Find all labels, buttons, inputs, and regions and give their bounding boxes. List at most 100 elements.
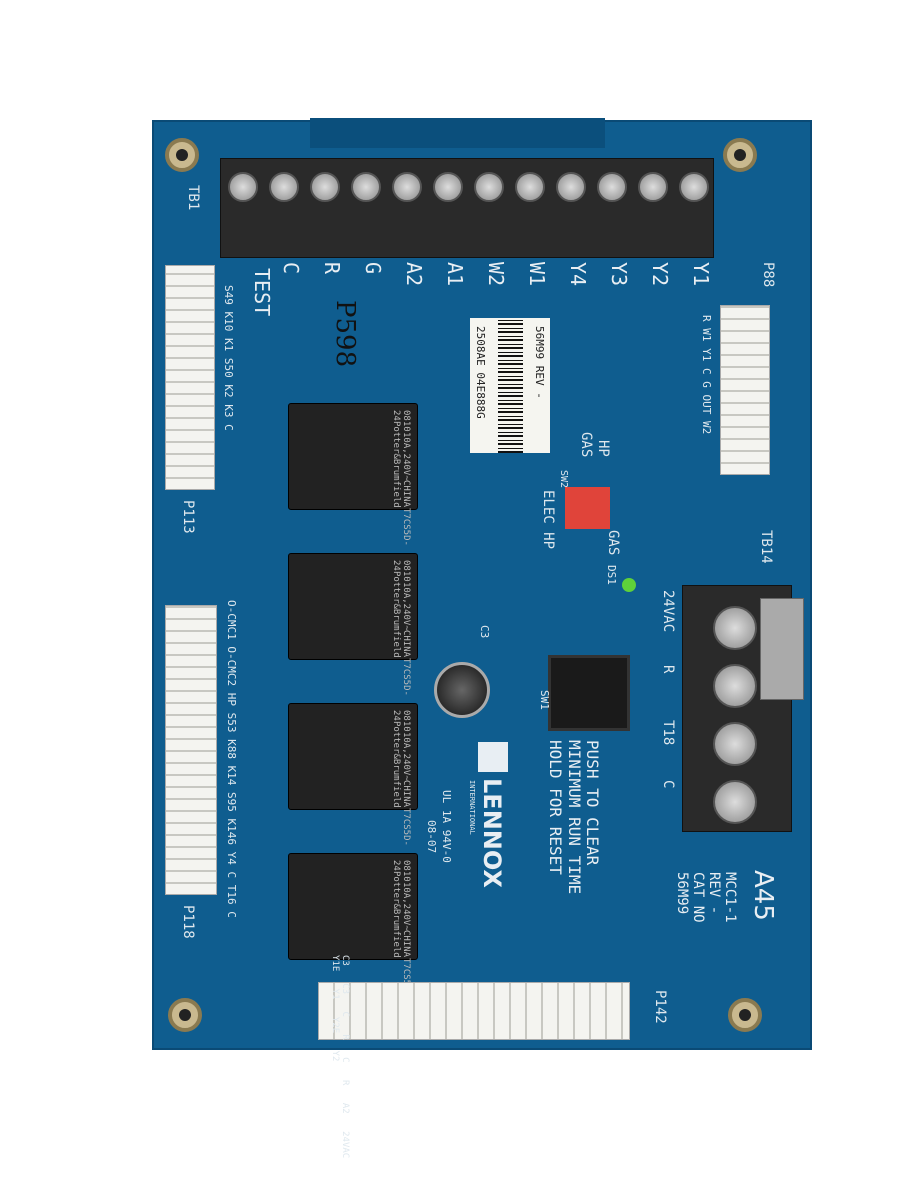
- relay-part: T7CS5D-24: [391, 560, 411, 696]
- terminal-screw: [638, 172, 668, 202]
- date-code: 08-07: [425, 820, 438, 854]
- led-ds1: [622, 578, 636, 592]
- mounting-hole: [728, 998, 762, 1032]
- terminal-screw: [597, 172, 627, 202]
- brand-name: LENNOX: [478, 778, 506, 888]
- button-instruction: MINIMUM RUN TIME: [565, 740, 584, 895]
- relay-origin: CHINA: [401, 630, 411, 658]
- terminal-labels: C R G A2 A1 W2 W1 Y4 Y3 Y2 Y1: [272, 262, 713, 286]
- cat-no-label: CAT NO: [690, 872, 706, 923]
- brand-subtitle: INTERNATIONAL: [468, 780, 476, 835]
- button-label: SW1: [538, 690, 551, 710]
- terminal-screw: [351, 172, 381, 202]
- capacitor-c3: [434, 662, 490, 718]
- terminal-screws: [228, 172, 709, 202]
- connector-p88: [720, 305, 770, 475]
- terminal-screw: [556, 172, 586, 202]
- ul-mark: UL 1A 94V-0: [440, 790, 453, 863]
- terminal-label: Y1: [689, 262, 713, 287]
- mounting-hole: [165, 138, 199, 172]
- lennox-logo: [478, 742, 508, 772]
- terminal-block-tb1: [220, 158, 714, 258]
- relay-origin: CHINA: [401, 930, 411, 958]
- terminal-label: W2: [484, 262, 508, 287]
- board-model: MCC1-1: [722, 872, 738, 923]
- relay-code: 0810: [401, 560, 411, 582]
- capacitor-label: C3: [478, 625, 491, 639]
- connector-p113: [165, 265, 215, 490]
- tb14-pin: C: [660, 780, 676, 789]
- board-edge-connector: [310, 118, 605, 148]
- relay-brand: Potter&Brumfield: [391, 420, 401, 508]
- p88-label: P88: [760, 262, 776, 288]
- terminal-label: R: [320, 262, 344, 275]
- switch-gas2-label: GAS: [605, 530, 621, 556]
- terminal-label: Y3: [607, 262, 631, 287]
- terminal-label: A1: [443, 262, 467, 287]
- relay: 081010A,240V~CHINAT7CS5D-24Potter&Brumfi…: [288, 403, 418, 546]
- terminal-screw: [310, 172, 340, 202]
- connector-p118: [165, 605, 217, 895]
- terminal-screw: [433, 172, 463, 202]
- relay: 081010A,240V~CHINAT7CS5D-24Potter&Brumfi…: [288, 553, 418, 696]
- button-instruction: PUSH TO CLEAR: [583, 740, 602, 866]
- relay-rating: 10A,240V~: [401, 581, 411, 631]
- tb14-pin: T18: [660, 720, 676, 746]
- relay: 081010A,240V~CHINAT7CS5D-24Potter&Brumfi…: [288, 703, 418, 846]
- board-id: A45: [748, 870, 778, 921]
- relay-code: 0810: [401, 710, 411, 732]
- switch-gas-label: GAS: [578, 432, 594, 458]
- relay-origin: CHINA: [401, 480, 411, 508]
- p88-pin-labels: R W1 Y1 C G OUT W2: [700, 315, 713, 435]
- reset-push-button[interactable]: [548, 655, 630, 731]
- terminal-label: Y2: [648, 262, 672, 287]
- switch-hp-label: HP: [595, 440, 611, 457]
- terminal-screw: [474, 172, 504, 202]
- button-instruction: HOLD FOR RESET: [546, 740, 565, 875]
- terminal-label: C: [279, 262, 303, 275]
- relay-brand: Potter&Brumfield: [391, 570, 401, 658]
- relay-rating: 10A,240V~: [401, 731, 411, 781]
- p113-label: P113: [180, 500, 196, 534]
- led-label: DS1: [605, 565, 618, 585]
- terminal-screw: [228, 172, 258, 202]
- relay-rating: 10A,240V~: [401, 881, 411, 931]
- terminal-label: G: [361, 262, 385, 275]
- terminal-screw: [679, 172, 709, 202]
- switch-elec-label: ELEC HP: [540, 490, 556, 550]
- tb1-label: TB1: [185, 185, 201, 211]
- jumper-bracket: [760, 598, 804, 700]
- terminal-screw: [392, 172, 422, 202]
- relay-rating: 10A,240V~: [401, 431, 411, 481]
- handwritten-mark: P598: [330, 300, 360, 368]
- cat-no: 56M99: [674, 872, 690, 915]
- relay-part: T7CS5D-24: [391, 860, 411, 996]
- relay-code: 0810: [401, 410, 411, 432]
- test-label: TEST: [250, 268, 274, 317]
- terminal-label: W1: [525, 262, 549, 287]
- terminal-block-tb14: [682, 585, 792, 832]
- tb14-pin: R: [660, 665, 676, 674]
- tb14-pin: 24VAC: [660, 590, 676, 633]
- mounting-hole: [723, 138, 757, 172]
- switch-name: SW2: [558, 470, 569, 489]
- board-rev: REV -: [706, 872, 722, 915]
- connector-p142: [318, 982, 630, 1040]
- tb14-label: TB14: [758, 530, 774, 564]
- relay: 081010A,240V~CHINAT7CS5D-24Potter&Brumfi…: [288, 853, 418, 996]
- p118-pin-labels: O-CMC1 O-CMC2 HP S53 K88 K14 S95 K146 Y4…: [225, 600, 238, 918]
- relay-brand: Potter&Brumfield: [391, 720, 401, 808]
- relay-brand: Potter&Brumfield: [391, 870, 401, 958]
- terminal-label: Y4: [566, 262, 590, 287]
- p118-label: P118: [180, 905, 196, 939]
- relay-part: T7CS5D-24: [391, 710, 411, 846]
- dip-switch-sw2[interactable]: [565, 487, 610, 529]
- barcode-label: 56M99 REV - 2508AE 04E888G: [470, 318, 550, 453]
- p113-pin-labels: S49 K10 K1 S50 K2 K3 C: [222, 285, 235, 431]
- terminal-screw: [269, 172, 299, 202]
- terminal-label: A2: [402, 262, 426, 287]
- mounting-hole: [168, 998, 202, 1032]
- relay-origin: CHINA: [401, 780, 411, 808]
- terminal-screw: [515, 172, 545, 202]
- relay-part: T7CS5D-24: [391, 410, 411, 546]
